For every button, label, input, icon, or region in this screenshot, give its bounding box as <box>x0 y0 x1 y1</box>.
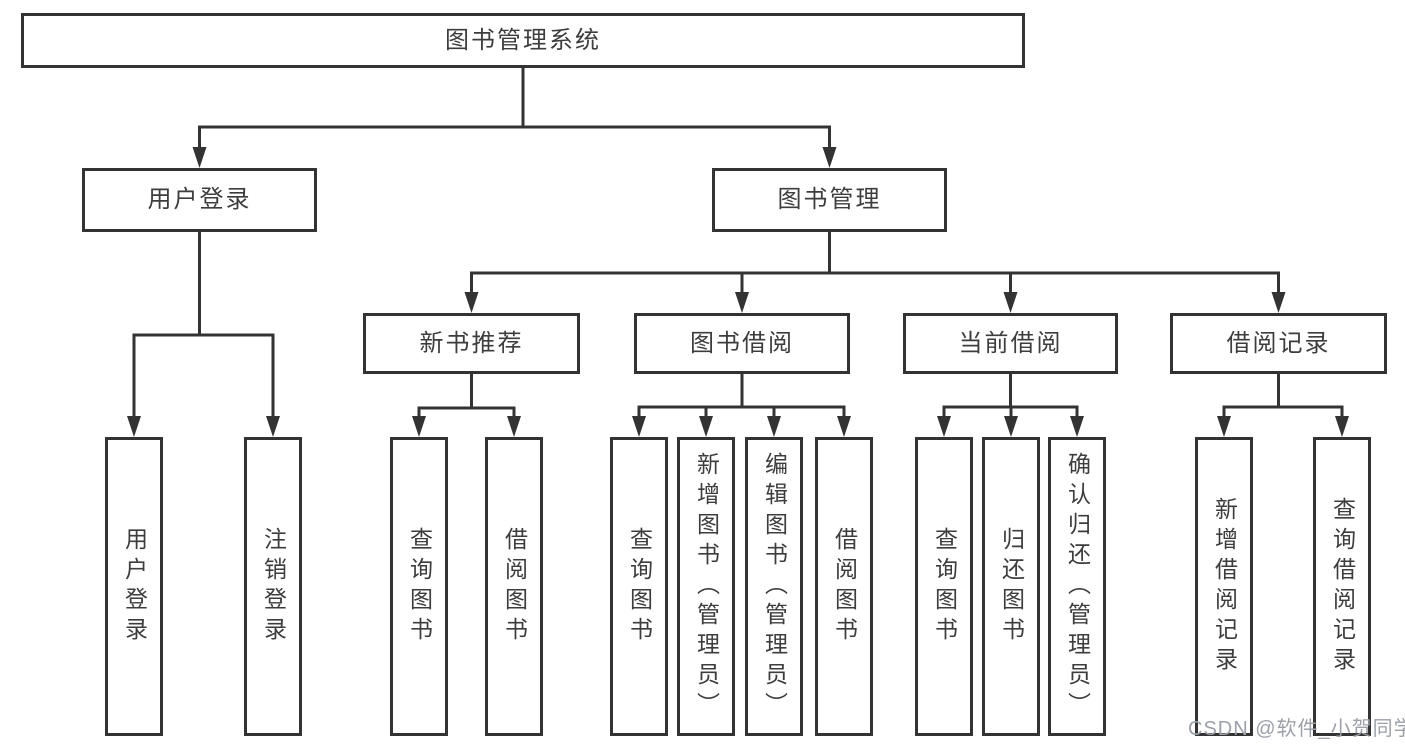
leaf-borrow-book-newbook: 借阅图书 <box>485 437 543 736</box>
leaf-borrow-book-borrowing: 借阅图书 <box>815 437 873 736</box>
leaf-query-book-newbook: 查询图书 <box>390 437 448 736</box>
leaf-edit-book-admin: 编辑图书（管理员） <box>745 437 803 736</box>
leaf-add-book-admin: 新增图书（管理员） <box>677 437 735 736</box>
csdn-watermark: CSDN @软件_小贺同学 <box>1188 718 1405 740</box>
node-user-login-branch: 用户登录 <box>82 168 317 232</box>
node-book-borrowing: 图书借阅 <box>634 313 850 374</box>
leaf-query-book-borrowing: 查询图书 <box>610 437 668 736</box>
node-current-borrowing: 当前借阅 <box>903 313 1118 374</box>
leaf-query-book-current: 查询图书 <box>915 437 973 736</box>
leaf-query-borrow-record: 查询借阅记录 <box>1313 437 1371 736</box>
leaf-user-login: 用户登录 <box>105 437 163 736</box>
node-new-book-recommend: 新书推荐 <box>363 313 580 374</box>
node-system-root: 图书管理系统 <box>21 13 1025 68</box>
leaf-confirm-return-admin: 确认归还（管理员） <box>1048 437 1106 736</box>
node-book-management-branch: 图书管理 <box>712 168 947 232</box>
leaf-add-borrow-record: 新增借阅记录 <box>1195 437 1253 736</box>
leaf-logout: 注销登录 <box>244 437 302 736</box>
node-borrowing-records: 借阅记录 <box>1170 313 1387 374</box>
leaf-return-book: 归还图书 <box>982 437 1040 736</box>
